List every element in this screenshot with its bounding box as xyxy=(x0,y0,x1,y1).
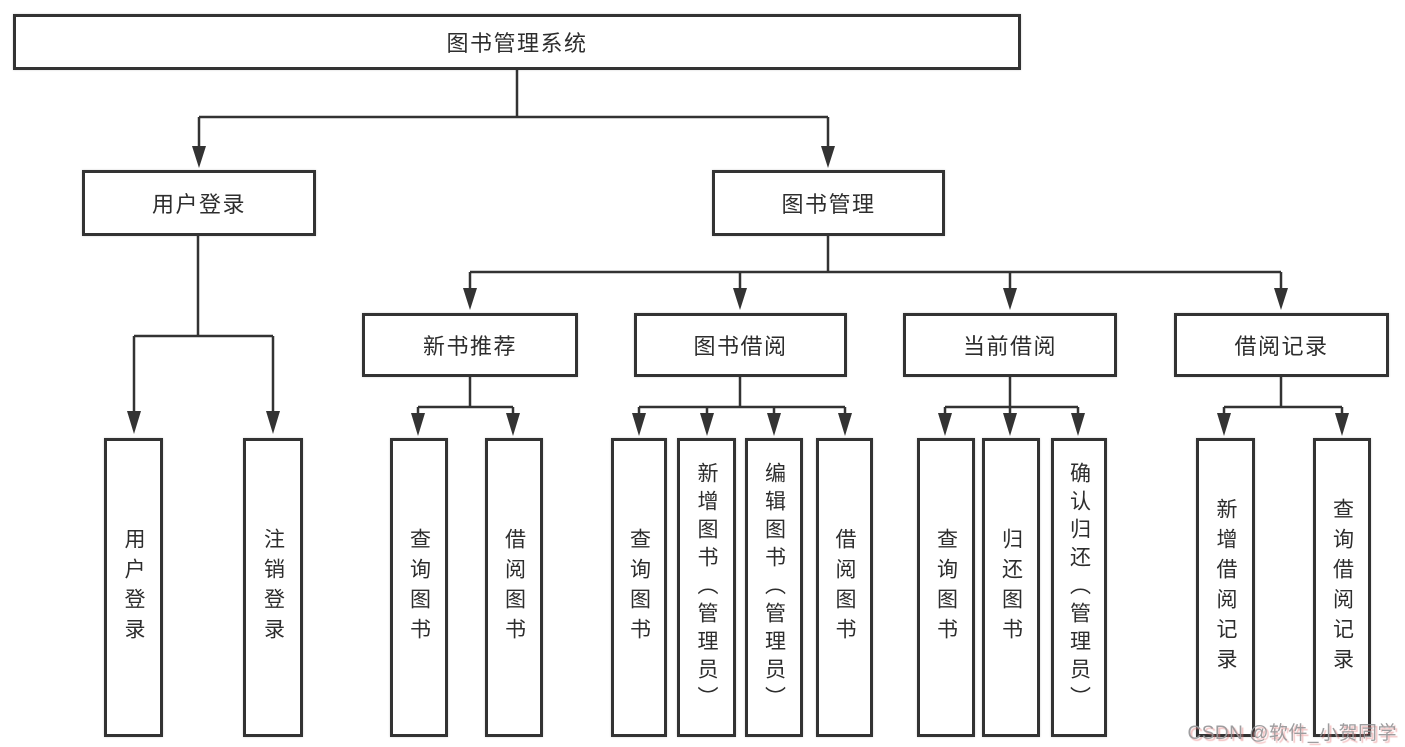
leaf-add-book-admin: 新增图书（管理员） xyxy=(677,438,736,737)
leaf-confirm-return-admin: 确认归还（管理员） xyxy=(1051,438,1107,737)
leaf-recommend-query-book: 查询图书 xyxy=(390,438,448,737)
node-book-borrowing: 图书借阅 xyxy=(634,313,847,377)
node-borrowing-records: 借阅记录 xyxy=(1174,313,1389,377)
leaf-query-borrow-record: 查询借阅记录 xyxy=(1313,438,1371,737)
leaf-add-borrow-record: 新增借阅记录 xyxy=(1196,438,1255,737)
node-new-book-recommend: 新书推荐 xyxy=(362,313,578,377)
leaf-recommend-borrow-book: 借阅图书 xyxy=(485,438,543,737)
node-book-management: 图书管理 xyxy=(712,170,945,236)
leaf-borrow-book: 借阅图书 xyxy=(816,438,873,737)
leaf-return-book: 归还图书 xyxy=(982,438,1040,737)
leaf-borrowing-query-book: 查询图书 xyxy=(611,438,667,737)
node-current-borrowing: 当前借阅 xyxy=(903,313,1117,377)
leaf-current-query-book: 查询图书 xyxy=(917,438,975,737)
watermark: CSDN @软件_小贺同学 xyxy=(1187,723,1397,744)
leaf-logout: 注销登录 xyxy=(243,438,303,737)
node-root: 图书管理系统 xyxy=(13,14,1021,70)
leaf-edit-book-admin: 编辑图书（管理员） xyxy=(745,438,803,737)
node-user-login: 用户登录 xyxy=(82,170,316,236)
leaf-user-login: 用户登录 xyxy=(104,438,163,737)
